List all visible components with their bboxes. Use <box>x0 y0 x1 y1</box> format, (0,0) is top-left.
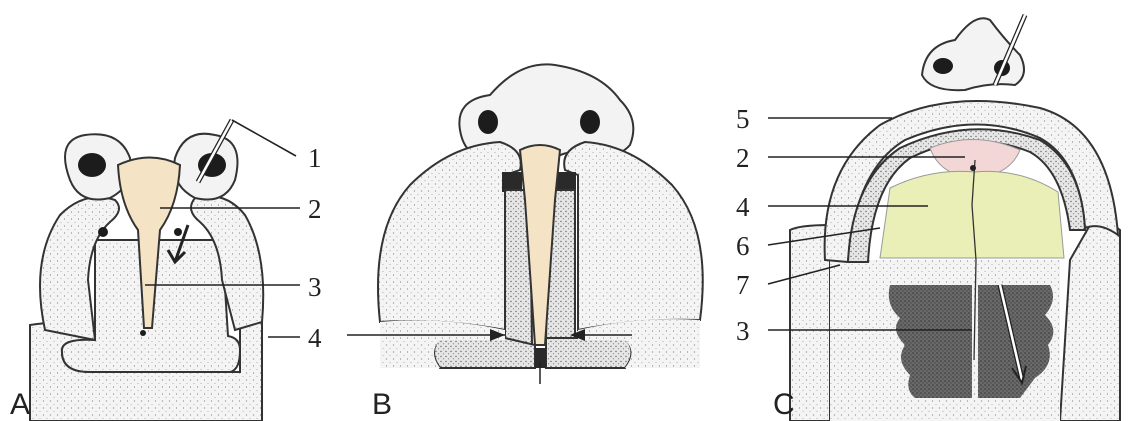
panel-b-left-shelf <box>378 142 521 330</box>
panel-a-leader-1 <box>232 120 296 156</box>
panel-a-label-3: 3 <box>308 272 322 302</box>
panel-b-left-foot <box>434 338 535 368</box>
panel-c-label-5: 5 <box>736 104 750 134</box>
panel-a-label-2: 2 <box>308 194 322 224</box>
panel-c-label-7: 7 <box>736 270 750 300</box>
panel-a-label-1: 1 <box>308 143 322 173</box>
panel-a-label-4: 4 <box>308 323 322 353</box>
panel-c: 5 2 4 6 7 3 C <box>736 15 1120 421</box>
panel-b-right-foot <box>546 338 632 368</box>
panel-a-left-nostril <box>78 153 106 177</box>
panel-b: B <box>347 64 703 421</box>
panel-c-secondary-palate <box>880 171 1064 258</box>
panel-c-label-2: 2 <box>736 143 750 173</box>
panel-c-label-3: 3 <box>736 316 750 346</box>
panel-c-left-nostril <box>933 58 953 74</box>
panel-a-letter: A <box>10 388 30 421</box>
panel-c-letter: C <box>773 388 795 421</box>
panel-a-incisive-dot <box>140 330 146 336</box>
panel-b-right-shelf <box>564 142 703 330</box>
panel-b-left-nostril <box>478 110 498 134</box>
panel-b-letter: B <box>372 388 392 421</box>
panel-c-label-4: 4 <box>736 192 750 222</box>
panel-a-right-dot <box>174 228 182 236</box>
panel-c-label-6: 6 <box>736 231 750 261</box>
panel-a: 1 2 3 4 A <box>10 120 322 421</box>
panel-a-left-dot <box>98 227 108 237</box>
panel-b-right-nostril <box>580 110 600 134</box>
